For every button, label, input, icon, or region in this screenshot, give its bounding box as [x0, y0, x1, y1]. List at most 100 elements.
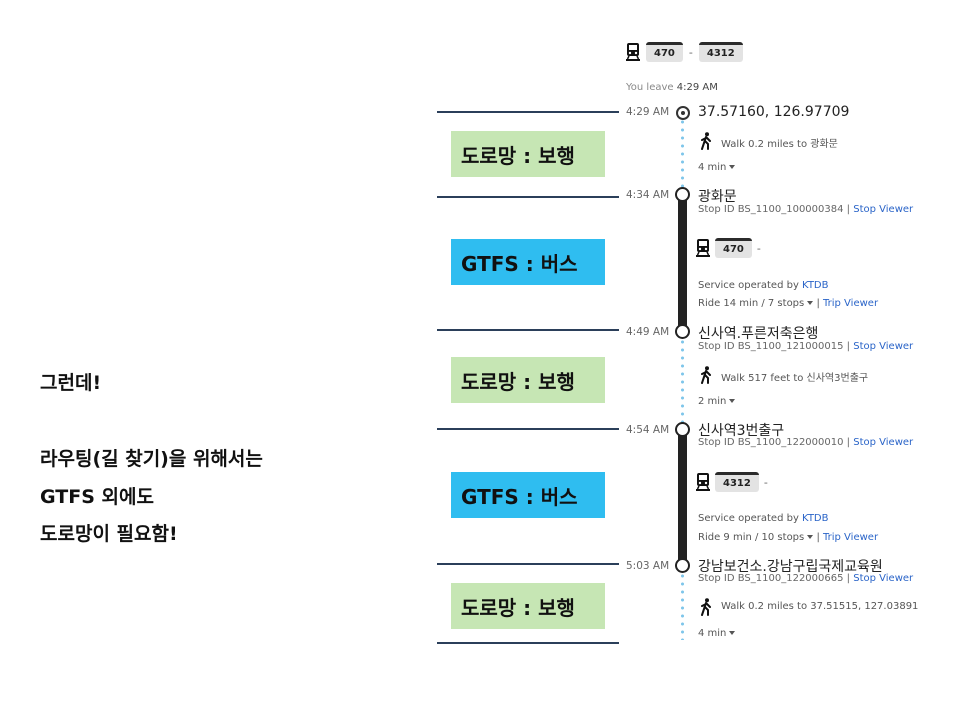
stop-marker-icon: [675, 187, 690, 202]
route-badge: 4312: [715, 472, 759, 492]
stop-time: 4:54 AM: [626, 424, 670, 436]
note-road-network: 도로망이 필요함!: [40, 523, 178, 545]
stop-id: Stop ID BS_1100_121000015: [698, 341, 844, 352]
walk-duration: 4 min: [698, 162, 727, 173]
chevron-down-icon: [729, 399, 736, 403]
stop-name: 신사역.푸른저축은행: [698, 326, 819, 342]
stop-name: 신사역3번출구: [698, 423, 785, 439]
chevron-down-icon: [729, 631, 736, 635]
pipe-separator: |: [846, 573, 851, 584]
chevron-down-icon: [807, 535, 814, 539]
route-separator: -: [688, 45, 693, 59]
leave-time: 4:29 AM: [676, 82, 718, 93]
ride-summary: Ride 14 min / 7 stops: [698, 298, 805, 309]
stop-details: Stop ID BS_1100_122000010 | Stop Viewer: [698, 437, 913, 448]
separator-line: [437, 563, 619, 565]
separator-line: [437, 428, 619, 430]
ride-info: Ride 14 min / 7 stops | Trip Viewer: [698, 298, 878, 309]
pipe-separator: |: [846, 341, 851, 352]
trip-viewer-link[interactable]: Trip Viewer: [823, 532, 879, 543]
stop-details: Stop ID BS_1100_122000665 | Stop Viewer: [698, 573, 913, 584]
stop-id: Stop ID BS_1100_122000665: [698, 573, 844, 584]
stop-viewer-link[interactable]: Stop Viewer: [853, 437, 914, 448]
walk-instruction: Walk 0.2 miles to 37.51515, 127.03891: [721, 601, 919, 612]
stop-name: 광화문: [698, 189, 737, 205]
stop-time: 4:34 AM: [626, 189, 670, 201]
ride-summary: Ride 9 min / 10 stops: [698, 532, 805, 543]
separator-line: [437, 196, 619, 198]
walk-instruction: Walk 0.2 miles to 광화문: [721, 139, 838, 150]
stop-details: Stop ID BS_1100_100000384 | Stop Viewer: [698, 204, 913, 215]
walk-instruction: Walk 517 feet to 신사역3번출구: [721, 373, 869, 384]
bus-path: [678, 430, 687, 566]
walk-icon: [701, 598, 711, 616]
segment-bus-box: GTFS : 버스: [451, 239, 605, 285]
stop-marker-icon: [675, 324, 690, 339]
route-badge: 470: [646, 42, 683, 62]
note-however: 그런데!: [40, 372, 102, 394]
operator-info: Service operated by KTDB: [698, 280, 829, 291]
chevron-down-icon: [729, 165, 736, 169]
stop-viewer-link[interactable]: Stop Viewer: [853, 204, 914, 215]
stop-marker-icon: [675, 558, 690, 573]
walk-path: [681, 572, 684, 640]
stop-id: Stop ID BS_1100_100000384: [698, 204, 844, 215]
leave-prefix: You leave: [626, 82, 674, 93]
leave-info: You leave 4:29 AM: [626, 82, 718, 93]
stop-time: 5:03 AM: [626, 560, 670, 572]
walk-icon: [701, 132, 711, 150]
bus-leg-header: 470 -: [696, 238, 761, 258]
origin-marker-icon: [676, 106, 690, 120]
note-routing: 라우팅(길 찾기)을 위해서는: [40, 448, 263, 470]
route-badge: 470: [715, 238, 752, 258]
route-dash: -: [756, 241, 761, 255]
stop-details: Stop ID BS_1100_121000015 | Stop Viewer: [698, 341, 913, 352]
bus-leg-header: 4312 -: [696, 472, 768, 492]
origin-time: 4:29 AM: [626, 106, 670, 118]
segment-walk-box: 도로망 : 보행: [451, 583, 605, 629]
operator-link[interactable]: KTDB: [802, 280, 829, 291]
bus-icon: [626, 43, 640, 61]
segment-walk-box: 도로망 : 보행: [451, 131, 605, 177]
bus-icon: [696, 473, 710, 491]
separator-line: [437, 642, 619, 644]
ride-info: Ride 9 min / 10 stops | Trip Viewer: [698, 532, 878, 543]
stop-viewer-link[interactable]: Stop Viewer: [853, 573, 914, 584]
separator-line: [437, 111, 619, 113]
pipe-separator: |: [846, 204, 851, 215]
walk-path: [681, 118, 684, 192]
segment-walk-box: 도로망 : 보행: [451, 357, 605, 403]
separator-line: [437, 329, 619, 331]
stop-marker-icon: [675, 422, 690, 437]
route-summary: 470 - 4312: [626, 42, 743, 62]
bus-icon: [696, 239, 710, 257]
ride-toggle[interactable]: Ride 9 min / 10 stops: [698, 532, 814, 543]
walk-duration: 2 min: [698, 396, 727, 407]
walk-duration-toggle[interactable]: 2 min: [698, 396, 736, 407]
walk-duration: 4 min: [698, 628, 727, 639]
bus-path: [678, 194, 687, 332]
stop-viewer-link[interactable]: Stop Viewer: [853, 341, 914, 352]
stop-time: 4:49 AM: [626, 326, 670, 338]
operated-prefix: Service operated by: [698, 513, 799, 524]
stop-name: 강남보건소.강남구립국제교육원: [698, 559, 883, 575]
walk-duration-toggle[interactable]: 4 min: [698, 162, 736, 173]
segment-bus-box: GTFS : 버스: [451, 472, 605, 518]
walk-duration-toggle[interactable]: 4 min: [698, 628, 736, 639]
origin-coordinates: 37.57160, 126.97709: [698, 104, 850, 120]
pipe-separator: |: [846, 437, 851, 448]
ride-toggle[interactable]: Ride 14 min / 7 stops: [698, 298, 814, 309]
pipe-separator: |: [816, 298, 820, 309]
walk-path: [681, 338, 684, 426]
operator-link[interactable]: KTDB: [802, 513, 829, 524]
pipe-separator: |: [816, 532, 820, 543]
operated-prefix: Service operated by: [698, 280, 799, 291]
walk-icon: [701, 366, 711, 384]
route-dash: -: [763, 475, 768, 489]
note-gtfs: GTFS 외에도: [40, 486, 154, 508]
chevron-down-icon: [807, 301, 814, 305]
stop-id: Stop ID BS_1100_122000010: [698, 437, 844, 448]
trip-viewer-link[interactable]: Trip Viewer: [823, 298, 879, 309]
route-badge: 4312: [698, 42, 743, 62]
operator-info: Service operated by KTDB: [698, 513, 829, 524]
